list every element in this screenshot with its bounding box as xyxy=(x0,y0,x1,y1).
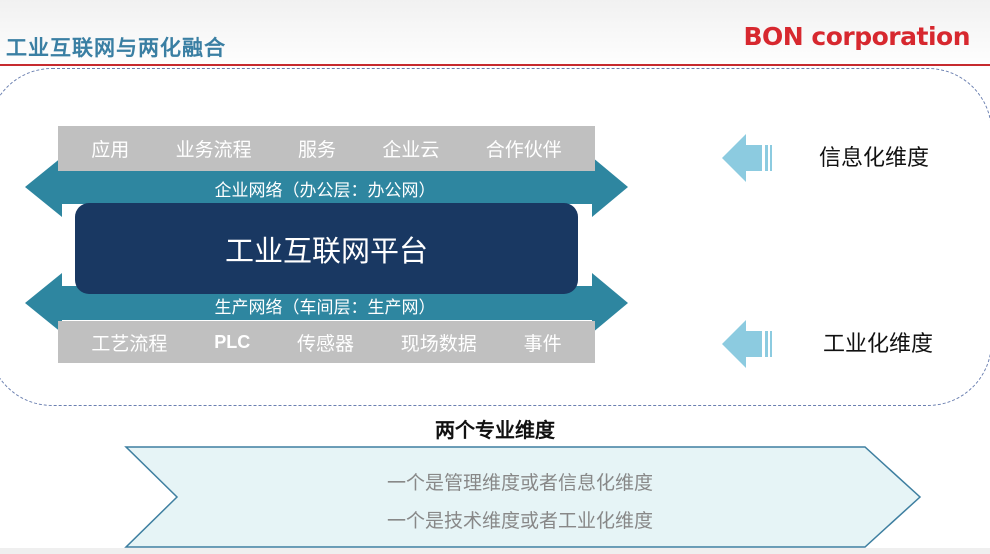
summary-chevron xyxy=(124,446,922,548)
enterprise-network-arrow xyxy=(25,157,628,217)
band-item-service: 服务 xyxy=(297,139,336,161)
application-layer-band: 应用 业务流程 服务 企业云 合作伙伴 xyxy=(58,126,595,171)
summary-subtitle: 两个专业维度 xyxy=(435,418,555,442)
brand-logo: BON corporation xyxy=(743,22,970,51)
info-dimension-label: 信息化维度 xyxy=(819,146,930,171)
production-network-label: 生产网络（车间层：生产网） xyxy=(214,298,436,318)
band-item-enterprise-cloud: 企业云 xyxy=(382,139,440,161)
industry-dimension-label: 工业化维度 xyxy=(823,332,934,357)
summary-line-technology: 一个是技术维度或者工业化维度 xyxy=(386,510,653,532)
band-item-sensor: 传感器 xyxy=(296,332,354,355)
band-item-event: 事件 xyxy=(523,332,562,355)
enterprise-network-label: 企业网络（办公层：办公网） xyxy=(214,181,436,201)
platform-box: 工业互联网平台 xyxy=(75,203,578,294)
band-item-plc: PLC xyxy=(214,331,251,352)
band-item-process: 工艺流程 xyxy=(91,332,168,355)
header-divider xyxy=(0,64,990,66)
band-item-partners: 合作伙伴 xyxy=(485,139,562,161)
header-background xyxy=(0,0,990,70)
band-item-application: 应用 xyxy=(91,139,130,161)
band-item-business-process: 业务流程 xyxy=(175,139,252,161)
band-item-field-data: 现场数据 xyxy=(400,332,477,355)
field-layer-band: 工艺流程 PLC 传感器 现场数据 事件 xyxy=(58,321,595,363)
summary-line-management: 一个是管理维度或者信息化维度 xyxy=(386,472,653,494)
industry-dimension-arrow-icon xyxy=(722,320,772,368)
page-title: 工业互联网与两化融合 xyxy=(6,36,226,60)
info-dimension-arrow-icon xyxy=(722,134,772,182)
footer-strip xyxy=(0,548,990,554)
